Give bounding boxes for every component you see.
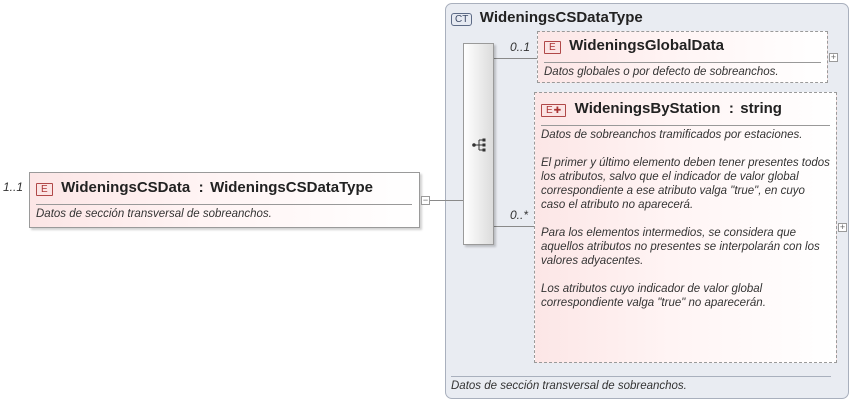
by-station-element-box[interactable]: E✚ WideningsByStation : string Datos de …: [534, 92, 837, 363]
global-data-expand-button[interactable]: +: [829, 52, 838, 62]
root-element-box[interactable]: E WideningsCSData : WideningsCSDataType …: [29, 172, 420, 228]
complex-type-header: CT WideningsCSDataType: [451, 9, 643, 27]
sequence-compositor[interactable]: [463, 43, 494, 245]
root-type-separator: :: [198, 179, 204, 196]
global-data-doc-separator: [544, 62, 821, 63]
complex-type-doc: Datos de sección transversal de sobreanc…: [451, 380, 687, 392]
by-station-doc-paragraph: El primer y último elemento deben tener …: [541, 157, 830, 211]
root-multiplicity: 1..1: [3, 180, 24, 194]
by-station-name: WideningsByStation: [574, 100, 721, 117]
connector-sequence-to-bystation: [494, 226, 538, 227]
global-data-doc: Datos globales o por defecto de sobreanc…: [544, 66, 779, 78]
by-station-expand-button[interactable]: +: [838, 222, 847, 232]
connector-sequence-to-global: [494, 58, 538, 59]
by-station-type: string: [740, 100, 782, 117]
root-element-badge: E: [36, 183, 53, 196]
sequence-compositor-icon: [472, 138, 486, 152]
global-data-name: WideningsGlobalData: [569, 37, 725, 54]
by-station-badge-letter: E: [546, 105, 553, 116]
by-station-doc-paragraph: Para los elementos intermedios, se consi…: [541, 227, 820, 267]
global-data-badge: E: [544, 41, 561, 54]
root-element-name: WideningsCSData: [61, 179, 191, 196]
root-element-doc: Datos de sección transversal de sobreanc…: [36, 208, 272, 220]
by-station-doc-separator: [541, 125, 830, 126]
connector-root-to-sequence: [428, 200, 464, 201]
global-data-multiplicity: 0..1: [510, 40, 531, 54]
complex-type-doc-separator: [451, 376, 831, 377]
by-station-doc-paragraph: Los atributos cuyo indicador de valor gl…: [541, 283, 766, 309]
root-collapse-button[interactable]: −: [421, 195, 430, 205]
complex-type-name[interactable]: WideningsCSDataType: [479, 9, 643, 26]
by-station-doc: Datos de sobreanchos tramificados por es…: [541, 128, 831, 310]
complex-type-badge: CT: [451, 13, 473, 26]
by-station-type-separator: :: [728, 100, 734, 117]
by-station-badge: E✚: [541, 104, 567, 117]
by-station-multiplicity: 0..*: [510, 208, 529, 222]
attributes-icon: ✚: [553, 105, 562, 115]
root-element-type: WideningsCSDataType: [210, 179, 374, 196]
root-doc-separator: [36, 204, 412, 205]
global-data-element-box[interactable]: E WideningsGlobalData Datos globales o p…: [537, 31, 828, 83]
by-station-doc-paragraph: Datos de sobreanchos tramificados por es…: [541, 129, 803, 141]
